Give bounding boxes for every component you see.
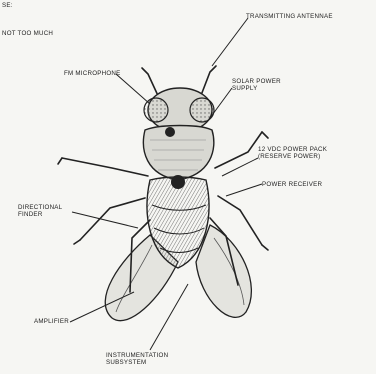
right-wing bbox=[196, 225, 251, 317]
label-transmitting-antennae: TRANSMITTING ANTENNAE bbox=[246, 13, 333, 20]
label-power-receiver: POWER RECEIVER bbox=[262, 181, 322, 188]
label-amplifier: AMPLIFIER bbox=[34, 318, 69, 325]
label-instrumentation-subsystem: INSTRUMENTATION SUBSYSTEM bbox=[106, 352, 168, 367]
right-eye bbox=[190, 98, 214, 122]
header-line-1: SE: bbox=[2, 2, 13, 9]
label-directional-finder: DIRECTIONAL FINDER bbox=[18, 204, 62, 219]
thorax bbox=[143, 126, 213, 181]
label-fm-microphone: FM MICROPHONE bbox=[64, 70, 121, 77]
label-solar-power-supply: SOLAR POWER SUPPLY bbox=[232, 78, 281, 93]
header-line-2: NOT TOO MUCH bbox=[2, 30, 53, 37]
label-power-pack: 12 VDC POWER PACK (RESERVE POWER) bbox=[258, 146, 327, 161]
